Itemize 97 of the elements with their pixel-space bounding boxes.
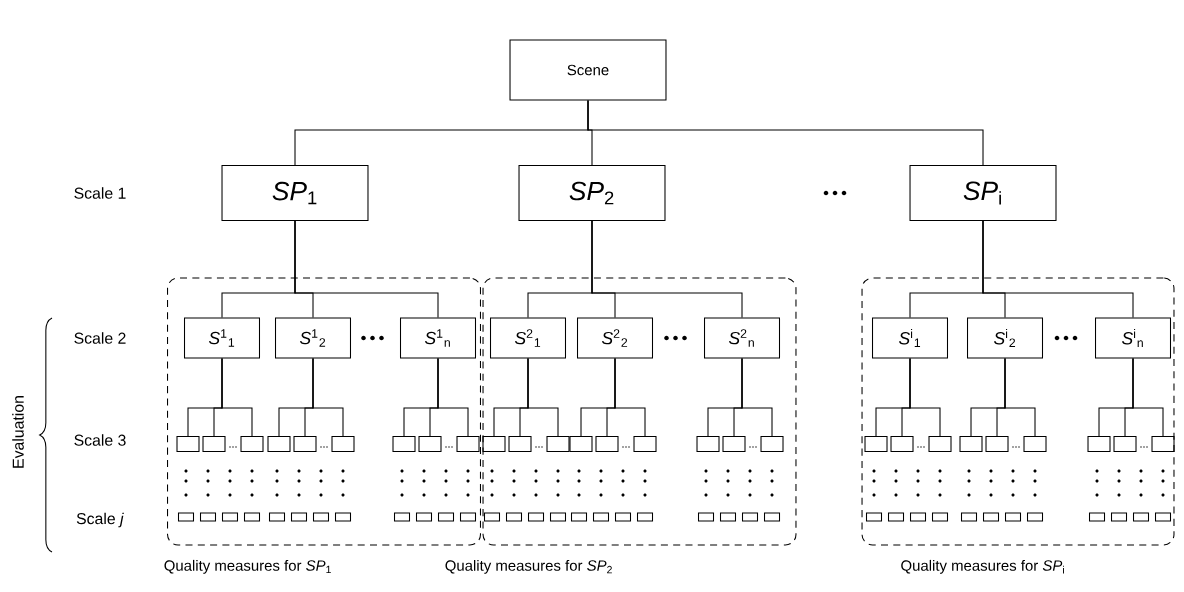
- connector-line: [527, 358, 559, 437]
- small-box: [1023, 436, 1047, 453]
- scale-label: Scale j: [76, 512, 124, 528]
- small-box: [1027, 512, 1044, 522]
- small-box: [864, 436, 888, 453]
- connector-line: [221, 358, 253, 437]
- small-box: [267, 436, 291, 453]
- small-box: [456, 436, 480, 453]
- small-box: [959, 436, 983, 453]
- small-box: [983, 512, 1000, 522]
- small-box: [221, 512, 239, 522]
- small-box: [1111, 512, 1128, 522]
- small-box: [571, 512, 588, 522]
- small-box: [888, 512, 905, 522]
- small-box: [595, 436, 619, 453]
- process-box: S$^{2}$n: [704, 317, 781, 359]
- scale-label: Evaluation: [12, 396, 24, 468]
- small-box: [176, 436, 200, 453]
- scale-label: Scale 1: [74, 187, 126, 199]
- small-box: [508, 436, 532, 453]
- connector-line: [294, 220, 439, 318]
- node-label: Quality measures for SP$_{2}$: [445, 559, 612, 574]
- small-box: [1151, 436, 1175, 453]
- small-box: [1005, 512, 1022, 522]
- small-box: [698, 512, 715, 522]
- node-label: Quality measures for SP$_{i}$: [901, 559, 1064, 574]
- small-box: [1113, 436, 1137, 453]
- small-box: [394, 512, 411, 522]
- process-box: S$^{2}$1: [490, 317, 566, 359]
- small-box: [633, 436, 657, 453]
- small-box: [459, 512, 477, 522]
- connector-line: [591, 220, 743, 318]
- small-box: [910, 512, 927, 522]
- process-box: SP$_{2}$: [518, 165, 666, 222]
- small-box: [291, 512, 308, 522]
- small-box: [985, 436, 1009, 453]
- small-box: [483, 512, 501, 522]
- connector-line: [982, 220, 1134, 318]
- small-box: [549, 512, 567, 522]
- connector-line: [1132, 358, 1164, 437]
- small-box: [592, 512, 610, 522]
- small-box: [1133, 512, 1150, 522]
- process-box: S$^{i}$n: [1095, 317, 1172, 359]
- small-box: [528, 512, 545, 522]
- connector-line: [587, 100, 984, 166]
- small-box: [200, 512, 217, 522]
- process-box: SP$_{i}$: [909, 165, 1057, 222]
- small-box: [415, 512, 433, 522]
- small-box: [696, 436, 720, 453]
- small-box: [240, 436, 264, 453]
- small-box: [890, 436, 914, 453]
- connector-line: [312, 358, 344, 437]
- small-box: [932, 512, 949, 522]
- connector-line: [614, 358, 646, 437]
- process-box: S$^{i}$2: [967, 317, 1044, 359]
- small-box: [961, 512, 978, 522]
- small-box: [202, 436, 226, 453]
- scale-label: Scale 2: [74, 332, 126, 344]
- connector-line: [741, 358, 773, 437]
- process-box: Scene: [509, 39, 667, 101]
- small-box: [482, 436, 506, 453]
- small-box: [866, 512, 883, 522]
- small-box: [760, 436, 784, 453]
- scale-label: Scale 3: [74, 434, 126, 446]
- small-box: [335, 512, 352, 522]
- process-box: S$^{i}$1: [872, 317, 949, 359]
- small-box: [331, 436, 355, 453]
- small-box: [243, 512, 261, 522]
- small-box: [1087, 436, 1111, 453]
- process-box: SP$_{1}$: [221, 165, 369, 222]
- small-box: [764, 512, 781, 522]
- connector-line: [437, 358, 469, 437]
- process-box: S$^{1}$2: [275, 317, 352, 359]
- small-box: [293, 436, 317, 453]
- small-box: [312, 512, 330, 522]
- small-box: [720, 512, 737, 522]
- connector-line: [909, 358, 941, 437]
- small-box: [1089, 512, 1106, 522]
- small-box: [742, 512, 759, 522]
- process-box: S$^{2}$2: [577, 317, 654, 359]
- small-box: [438, 512, 455, 522]
- small-box: [722, 436, 746, 453]
- small-box: [569, 436, 593, 453]
- small-box: [615, 512, 632, 522]
- small-box: [546, 436, 570, 453]
- small-box: [928, 436, 952, 453]
- small-box: [392, 436, 416, 453]
- small-box: [506, 512, 523, 522]
- process-box: S$^{1}$1: [184, 317, 260, 359]
- small-box: [268, 512, 286, 522]
- small-box: [418, 436, 442, 453]
- connector-line: [1004, 358, 1036, 437]
- small-box: [1155, 512, 1172, 522]
- process-box: S$^{1}$n: [400, 317, 477, 359]
- node-label: Quality measures for SP$_{1}$: [164, 559, 331, 574]
- small-box: [177, 512, 195, 522]
- small-box: [637, 512, 654, 522]
